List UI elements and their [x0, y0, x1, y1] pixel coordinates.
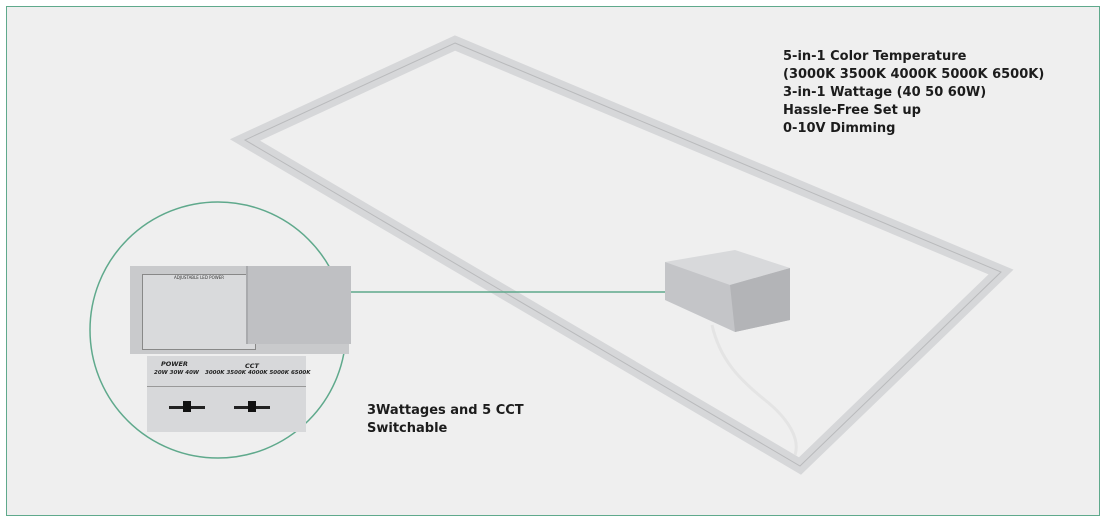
power-options: 20W 30W 40W [154, 370, 199, 376]
driver-label: ADJUSTABLE LED POWER [173, 275, 225, 280]
switch-panel-photo: POWER 20W 30W 40W CCT 3000K 3500K 4000K … [147, 356, 311, 432]
power-label: POWER [161, 360, 188, 368]
feature-item: 5-in-1 Color Temperature [783, 49, 967, 64]
caption-line: Switchable [367, 421, 448, 436]
feature-list: 5-in-1 Color Temperature (3000K 3500K 40… [783, 48, 1044, 138]
feature-item: 3-in-1 Wattage (40 50 60W) [783, 85, 987, 100]
driver-box [665, 250, 790, 332]
cct-options: 3000K 3500K 4000K 5000K 6500K [205, 370, 311, 376]
switch-caption: 3Wattages and 5 CCT Switchable [367, 402, 524, 438]
cable [710, 324, 798, 456]
feature-item: (3000K 3500K 4000K 5000K 6500K) [783, 67, 1045, 82]
driver-photo: ADJUSTABLE LED POWER [130, 266, 351, 354]
feature-item: 0-10V Dimming [783, 121, 896, 136]
cct-label: CCT [245, 362, 259, 370]
power-switch [169, 401, 205, 412]
caption-line: 3Wattages and 5 CCT [367, 403, 524, 418]
feature-item: Hassle-Free Set up [783, 103, 921, 118]
cct-switch [234, 401, 270, 412]
